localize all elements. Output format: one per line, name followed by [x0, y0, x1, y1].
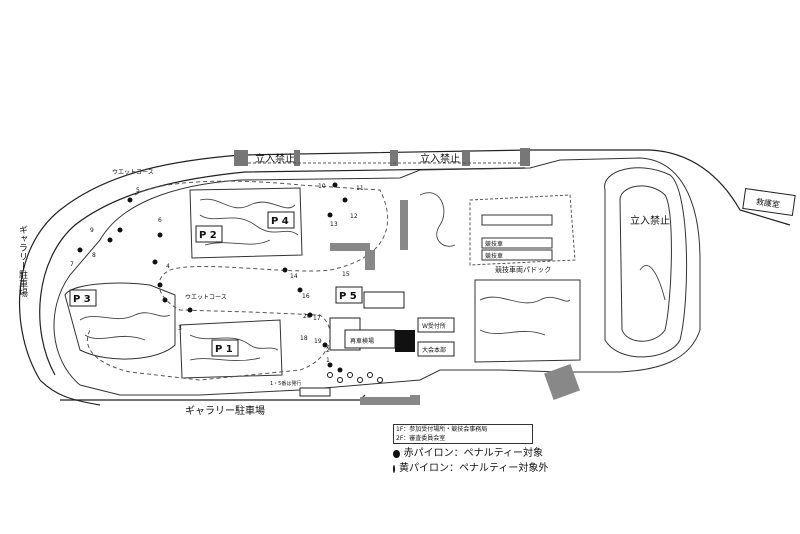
p3-area: P 3: [64, 282, 176, 360]
p3-label: P 3: [73, 294, 91, 305]
venue-notes: 1F：参加受付場所・競技会事務局 2F：審査委員会室: [393, 424, 533, 444]
medical-room-box: [742, 188, 796, 216]
pylon-number: 12: [350, 213, 358, 220]
wall-blocks: [330, 200, 580, 405]
p5-label: P 5: [339, 291, 357, 302]
course-boundary: [53, 157, 701, 396]
legend-row-red: 赤パイロン：ペナルティー対象: [393, 446, 543, 461]
hq-label: 大会本部: [422, 346, 446, 354]
pylon-number: 2: [326, 347, 330, 354]
p1-area: P 1: [179, 319, 283, 379]
note-line-2: 2F：審査委員会室: [396, 435, 446, 442]
legend-red-label: 赤パイロン：ペナルティー対象: [403, 448, 543, 459]
pylon-number: 20: [303, 313, 311, 320]
pylon-number: 13: [330, 221, 338, 228]
legend-row-yellow: 黄パイロン：ペナルティー対象外: [393, 461, 548, 476]
pylon-legend: 赤パイロン：ペナルティー対象 黄パイロン：ペナルティー対象外: [393, 446, 548, 476]
no-entry-label-1: 立入禁止: [255, 152, 295, 165]
competitor-paddock: 競技車 競技車 競技車両パドック: [469, 194, 581, 363]
p4-area: P 4: [267, 211, 295, 229]
pylon-number: 11: [356, 185, 364, 192]
pylon-number: 1: [326, 357, 330, 364]
wet-course-label-1: ウエットコース: [112, 168, 154, 176]
top-walls: [234, 148, 530, 166]
yellow-pylon-markers: [327, 372, 383, 383]
pylon-number: 10: [318, 183, 326, 190]
course-route: [87, 180, 389, 381]
course-lines: [79, 192, 666, 361]
wet-course-label-2: ウエットコース: [185, 293, 227, 301]
pylon-number: 3: [178, 325, 182, 332]
pylon-number: 15: [342, 271, 350, 278]
p2-label: P 2: [199, 230, 217, 241]
pylon-number: 5: [136, 187, 140, 194]
pylon-number: 16: [302, 293, 310, 300]
paddock-label: 競技車両パドック: [495, 265, 551, 274]
note-line-1: 1F：参加受付場所・競技会事務局: [396, 426, 488, 433]
legend-yellow-label: 黄パイロン：ペナルティー対象外: [399, 463, 549, 474]
pylon-markers: [77, 182, 348, 373]
p1-label: P 1: [215, 344, 233, 355]
yellow-pylon-icon: [393, 464, 395, 473]
competition-car-label-2: 競技車: [485, 252, 503, 260]
pylon-number: 19: [314, 338, 322, 345]
gallery-parking-left-label: ギャラリー駐車場: [17, 225, 28, 298]
competition-car-label-1: 競技車: [485, 240, 503, 248]
start-order-label: 1・5番は発行: [270, 380, 301, 387]
no-entry-label-3: 立入禁止: [630, 214, 670, 227]
no-entry-label-2: 立入禁止: [420, 152, 460, 165]
gallery-parking-bottom-label: ギャラリー駐車場: [185, 404, 265, 417]
inspection-label: 再車検場: [350, 337, 374, 345]
pylon-number: 17: [313, 315, 321, 322]
pylon-number: 6: [158, 217, 162, 224]
red-pylon-icon: [393, 449, 400, 458]
pylon-number: 7: [70, 261, 74, 268]
medical-room-label: 救護室: [755, 196, 780, 209]
pylon-number: 14: [290, 273, 298, 280]
pylon-number: 18: [300, 335, 308, 342]
pylon-number-labels: 1 2 3 4 5 6 7 8 9 10 11 12 13 14 15 16 1…: [70, 183, 364, 364]
w-waiting-label: W受付所: [422, 322, 446, 330]
pylon-number: 9: [90, 227, 94, 234]
pylon-number: 8: [92, 252, 96, 259]
p2-area: P 2: [189, 187, 303, 259]
p5-area: P 5: [335, 286, 363, 304]
p4-label: P 4: [271, 216, 289, 227]
pylon-number: 4: [166, 263, 170, 270]
central-buildings: 再車検場 W受付所 大会本部 1・5番は発行: [270, 291, 455, 397]
right-oval-track: [604, 167, 688, 358]
